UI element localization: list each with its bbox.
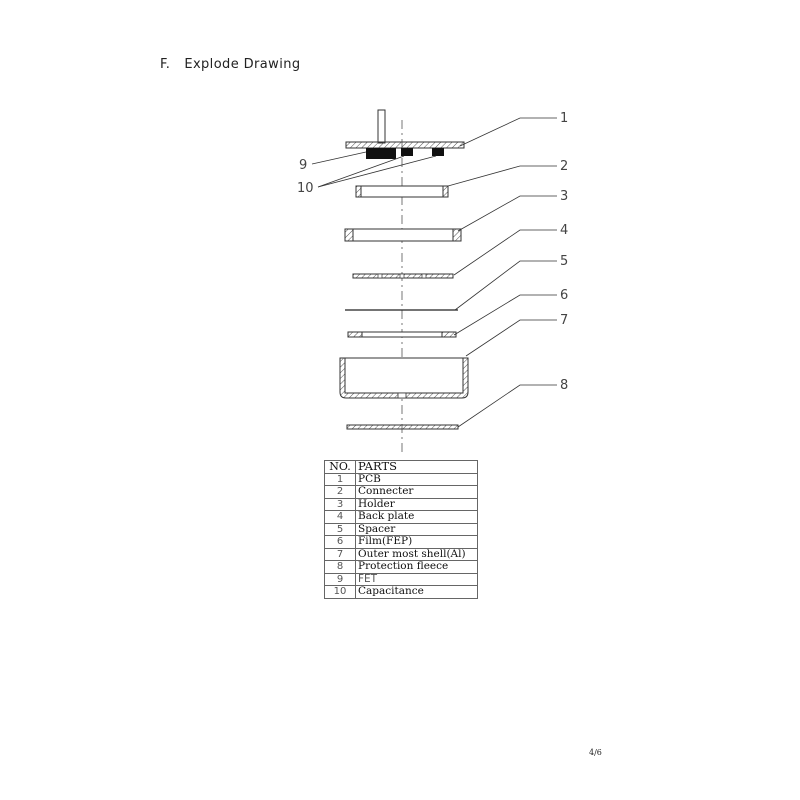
- part-number: 6: [324, 535, 356, 549]
- part-name: Back plate: [355, 510, 478, 524]
- header-parts: PARTS: [355, 460, 478, 474]
- back-plate: [352, 273, 454, 279]
- film-ring: [347, 331, 457, 338]
- part-name: PCB: [355, 472, 478, 486]
- part-name: Protection fleece: [355, 560, 478, 574]
- leader-lines: [311, 117, 557, 428]
- holder: [344, 228, 462, 242]
- part-name: Holder: [355, 497, 478, 511]
- part-name: Connecter: [355, 485, 478, 499]
- callout-6: 6: [560, 288, 568, 303]
- section-heading: F. Explode Drawing: [160, 57, 301, 72]
- section-title: Explode Drawing: [184, 57, 301, 72]
- pcb-part: [345, 109, 465, 159]
- header-no: NO.: [324, 460, 356, 474]
- part-number: 5: [324, 522, 356, 536]
- callout-1: 1: [560, 111, 568, 126]
- part-number: 7: [324, 547, 356, 561]
- part-number: 1: [324, 472, 356, 486]
- part-number: 8: [324, 560, 356, 574]
- callout-5: 5: [560, 254, 568, 269]
- connecter-ring: [355, 185, 449, 198]
- callout-8: 8: [560, 378, 568, 393]
- callout-9: 9: [299, 158, 307, 173]
- part-number: 10: [324, 585, 356, 599]
- callout-3: 3: [560, 189, 568, 204]
- part-name: Capacitance: [355, 585, 478, 599]
- part-number: 3: [324, 497, 356, 511]
- part-name: Outer most shell(Al): [355, 547, 478, 561]
- part-name: Film(FEP): [355, 535, 478, 549]
- part-number: 4: [324, 510, 356, 524]
- outer-shell: [339, 357, 469, 399]
- part-number: 9: [324, 572, 356, 586]
- callout-7: 7: [560, 313, 568, 328]
- page-number: 4/6: [589, 748, 602, 757]
- callout-2: 2: [560, 159, 568, 174]
- part-number: 2: [324, 485, 356, 499]
- table-header-row: NO. PARTS: [324, 460, 478, 474]
- part-name: Spacer: [355, 522, 478, 536]
- protection-fleece: [346, 424, 459, 430]
- part-name: FET: [355, 572, 478, 586]
- callout-10: 10: [297, 181, 314, 196]
- callout-4: 4: [560, 223, 568, 238]
- section-letter: F.: [160, 57, 171, 72]
